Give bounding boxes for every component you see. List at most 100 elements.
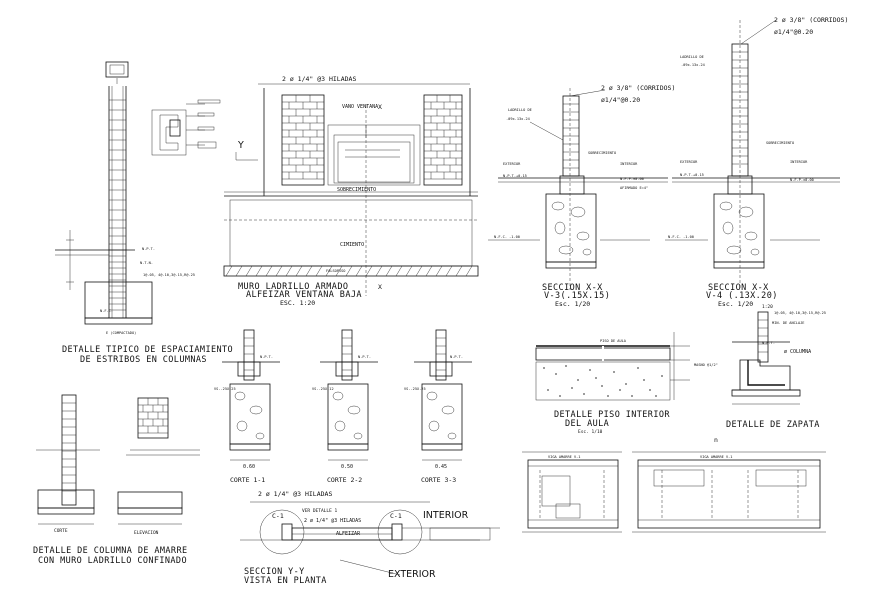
title-v3: SECCION X-X: [542, 283, 603, 293]
yy-circle-right: [377, 509, 423, 555]
zapata-masno: MASNO @1/2": [694, 363, 718, 367]
zapata-anclaje: MIN. DE ANCLAJE: [772, 321, 804, 325]
zapata-npt: N.P.T.: [762, 341, 775, 345]
yy-hiladas-top: 2 ø 1/4" @3 HILADAS: [258, 490, 332, 498]
title-amarre-1: DETALLE DE COLUMNA DE AMARRE: [33, 546, 188, 556]
stirrup-ticks: [109, 99, 126, 311]
amarre-corte: CORTE: [36, 394, 100, 534]
label-v3-nfp: N.F.P.±0.00: [620, 177, 644, 181]
subtitle-v3: V-3(.15X.15): [544, 291, 610, 301]
label-falsopiso: FALSOPISO: [326, 269, 345, 273]
label-hiladas: 2 ø 1/4" @3 HILADAS: [282, 75, 356, 83]
title-v4: SECCION X-X: [708, 283, 769, 293]
title-yy-1: SECCION Y-Y: [244, 567, 305, 577]
corte3-npt: N.P.T.: [450, 355, 463, 359]
detail-column-stirrups: N.P.T. N.T.N. N.F.C. 1@.05, 4@.10,3@.15,…: [55, 61, 233, 365]
yy-alfeizar: ALFEIZAR: [336, 531, 361, 537]
label-v3-stirrup: ø1/4"@0.20: [601, 96, 640, 104]
label-v4-rebar: 2 ø 3/8" (CORRIDOS): [774, 16, 848, 24]
label-compactado: E (COMPACTADO): [106, 331, 136, 335]
corte1-title: CORTE 1-1: [230, 476, 265, 484]
corte1-beam: VS-.25X.25: [214, 387, 236, 391]
detail-piso-aula: PISO DE AULA DETALLE PISO INTERIOR DEL A…: [535, 332, 690, 435]
scale-v4: Esc. 1/20: [718, 300, 753, 308]
title-piso-2: DEL AULA: [565, 419, 609, 429]
corte2-width: 0.50: [341, 464, 353, 470]
label-vano-ventana: VANO VENTANA: [342, 104, 378, 110]
yy-c1-right: C-1: [390, 512, 402, 520]
label-sobrecimiento: SOBRECIMIENTO: [337, 187, 376, 193]
yy-circle-left: [259, 509, 305, 555]
v4-aggregate: [719, 201, 760, 256]
yy-hiladas-mid: 2 ø 1/4" @3 HILADAS: [304, 518, 361, 524]
viga-elevation-left: VIGA AMARRE V-1: [522, 451, 622, 533]
title-muro-1: MURO LADRILLO ARMADO: [238, 282, 348, 292]
corte2-beam: VS-.25X.12: [312, 387, 334, 391]
label-amarre-elevacion: ELEVACION: [134, 530, 159, 536]
amarre-elevacion: ELEVACION: [117, 397, 200, 536]
label-v3-rebar: 2 ø 3/8" (CORRIDOS): [601, 84, 675, 92]
label-v4-stirrup: ø1/4"@0.20: [774, 28, 813, 36]
subtitle-v4: V-4 (.13X.20): [706, 291, 778, 301]
label-v3-afirmado: AFIRMADO E=4": [620, 186, 648, 190]
piso-gravel: [543, 365, 663, 397]
title-piso-1: DETALLE PISO INTERIOR: [554, 410, 670, 420]
axis-x-bottom: X: [378, 283, 382, 291]
label-v3-sobrecimiento: SOBRECIMIENTO: [588, 151, 616, 155]
corte3-beam: VS-.25X.25: [404, 387, 426, 391]
label-v3-nfc: N.F.C. -1.00: [494, 235, 520, 239]
corte3-title: CORTE 3-3: [421, 476, 456, 484]
yy-exterior: EXTERIOR: [388, 569, 436, 580]
detail-muro-alfeizar: 2 ø 1/4" @3 HILADAS VANO VENTANA X SOBRE…: [223, 75, 479, 307]
corte1-width: 0.60: [243, 464, 255, 470]
label-v3-exterior: EXTERIOR: [503, 162, 521, 166]
label-npt: N.P.T.: [142, 247, 155, 251]
detail-seccion-yy: 2 ø 1/4" @3 HILADAS VER DETALLE 1 2 ø 1/…: [240, 490, 500, 586]
detail-cortes: N.P.T. VS-.25X.25 0.60 CORTE 1-1 N.P.T. …: [214, 329, 472, 484]
label-v4-nfc: N.F.C. -1.00: [668, 235, 694, 239]
label-cimiento: CIMIENTO: [340, 242, 364, 248]
label-v4-ladrillo-dim: .09x.13x.24: [681, 63, 705, 67]
label-v4-npt: N.P.T.+0.15: [680, 173, 704, 177]
column-section-inner: [109, 64, 125, 75]
label-v4-sobrecimiento: SOBRECIMIENTO: [766, 141, 794, 145]
label-v3-npt: N.P.T.+0.15: [503, 174, 527, 178]
corte1-npt: N.P.T.: [260, 355, 273, 359]
v3-aggregate: [551, 201, 592, 256]
column-section-box: [105, 61, 129, 78]
scale-muro: ESC. 1:20: [280, 299, 315, 307]
label-v3-ladrillo-dim: .09x.13x.24: [506, 117, 530, 121]
label-piso-aula: PISO DE AULA: [600, 339, 627, 343]
scale-piso: Esc. 1/10: [578, 429, 603, 435]
label-v3-ladrillo: LADRILLO DE: [508, 108, 532, 112]
label-amarre-corte: CORTE: [54, 528, 68, 534]
label-v4-exterior: EXTERIOR: [680, 160, 698, 164]
label-v4-ladrillo: LADRILLO DE: [680, 55, 704, 59]
label-v4-interior: INTERIOR: [790, 160, 808, 164]
detail-seccion-v4: 2 ø 3/8" (CORRIDOS) ø1/4"@0.20 LADRILLO …: [665, 16, 848, 308]
yy-interior: INTERIOR: [423, 510, 469, 521]
corte3-width: 0.45: [435, 464, 447, 470]
title-column-stirrups-2: DE ESTRIBOS EN COLUMNAS: [80, 355, 207, 365]
corte-3: N.P.T. VS-.25X.25 0.45 CORTE 3-3: [404, 329, 472, 484]
corte2-npt: N.P.T.: [358, 355, 371, 359]
title-amarre-2: CON MURO LADRILLO CONFINADO: [38, 556, 187, 566]
detail-zapata: 1:20 1@.05, 4@.10,3@.15,R@.25 MIN. DE AN…: [694, 304, 826, 430]
corte-1: N.P.T. VS-.25X.25 0.60 CORTE 1-1: [214, 329, 280, 484]
yy-c1-left: C-1: [272, 512, 284, 520]
viga-label-2: VIGA AMARRE V-1: [700, 455, 732, 459]
axis-x-top: X: [378, 103, 382, 111]
title-zapata: DETALLE DE ZAPATA: [726, 420, 820, 430]
title-column-stirrups-1: DETALLE TIPICO DE ESPACIAMIENTO: [62, 345, 233, 355]
detail-seccion-v3: 2 ø 3/8" (CORRIDOS) ø1/4"@0.20 LADRILLO …: [488, 84, 675, 308]
column-footing: [84, 281, 153, 319]
label-v3-interior: INTERIOR: [620, 162, 638, 166]
label-nfc: N.F.C.: [100, 309, 113, 313]
viga-elevation-right: VIGA AMARRE V-1: [632, 451, 826, 533]
detail-small-section: [151, 99, 221, 156]
title-muro-2: ALFEIZAR VENTANA BAJA: [246, 290, 362, 300]
title-yy-2: VISTA EN PLANTA: [244, 576, 327, 586]
axis-y-label: Y: [237, 140, 244, 151]
